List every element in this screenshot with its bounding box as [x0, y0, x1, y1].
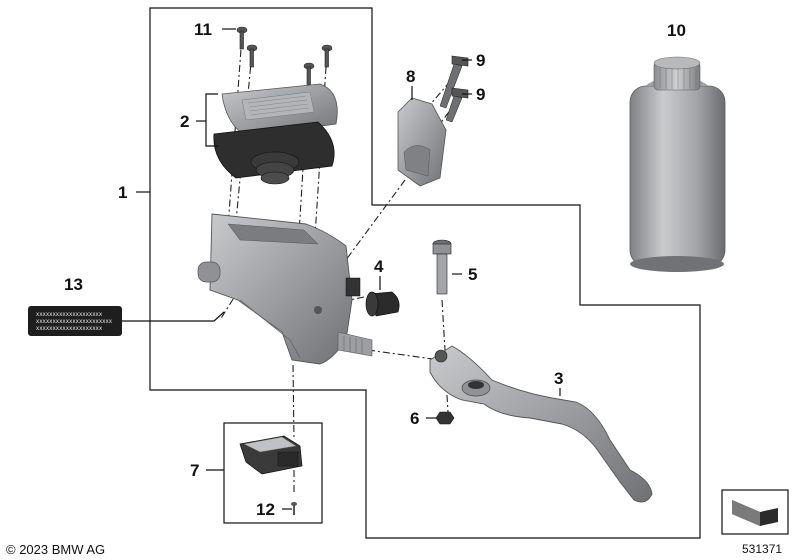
diagram-number: 531371 — [742, 542, 782, 556]
callout-7: 7 — [190, 461, 199, 480]
screw-12 — [291, 502, 297, 515]
callout-12: 12 — [256, 500, 275, 519]
assembly-lines — [219, 34, 461, 495]
callout-11: 11 — [194, 20, 212, 39]
clamp-8 — [397, 97, 447, 187]
callout-4: 4 — [374, 257, 384, 276]
master-cylinder-1 — [197, 213, 373, 365]
callout-9-bottom: 9 — [476, 85, 485, 104]
callout-1: 1 — [118, 183, 127, 202]
callout-5: 5 — [468, 265, 477, 284]
label-13-line-2: XXXXXXXXXXXXXXXXXXXXXXX — [36, 319, 113, 325]
sensor-box-7 — [223, 422, 323, 524]
diaphragm-2 — [213, 121, 335, 185]
callout-10: 10 — [667, 21, 686, 40]
callout-2: 2 — [180, 112, 189, 131]
callout-9-top: 9 — [476, 51, 485, 70]
rubber-grommet-4 — [365, 291, 400, 317]
brake-light-switch-7 — [239, 435, 303, 475]
nut-6 — [435, 411, 455, 425]
screw-11-set — [236, 26, 333, 86]
callout-13: 13 — [64, 275, 83, 294]
callout-6: 6 — [410, 409, 419, 428]
leader-lines — [122, 28, 561, 510]
pivot-bolt-5 — [432, 239, 452, 295]
screw-9-set — [439, 55, 469, 123]
callouts: 1 2 3 4 5 6 7 8 9 9 10 11 12 13 — [64, 20, 686, 519]
brake-lever-3 — [429, 345, 653, 503]
label-13-line-1: XXXXXXXXXXXXXXXXXXXX — [36, 312, 103, 318]
label-13: XXXXXXXXXXXXXXXXXXXX XXXXXXXXXXXXXXXXXXX… — [28, 306, 122, 336]
callout-8: 8 — [406, 67, 415, 86]
callout-3: 3 — [554, 369, 563, 388]
brake-fluid-bottle — [629, 56, 726, 272]
copyright-text: © 2023 BMW AG — [6, 542, 105, 557]
assembly-frame-1 — [149, 7, 701, 539]
orientation-arrow-icon — [721, 489, 789, 535]
label-13-line-3: XXXXXXXXXXXXXXXXXXXX — [36, 326, 103, 332]
